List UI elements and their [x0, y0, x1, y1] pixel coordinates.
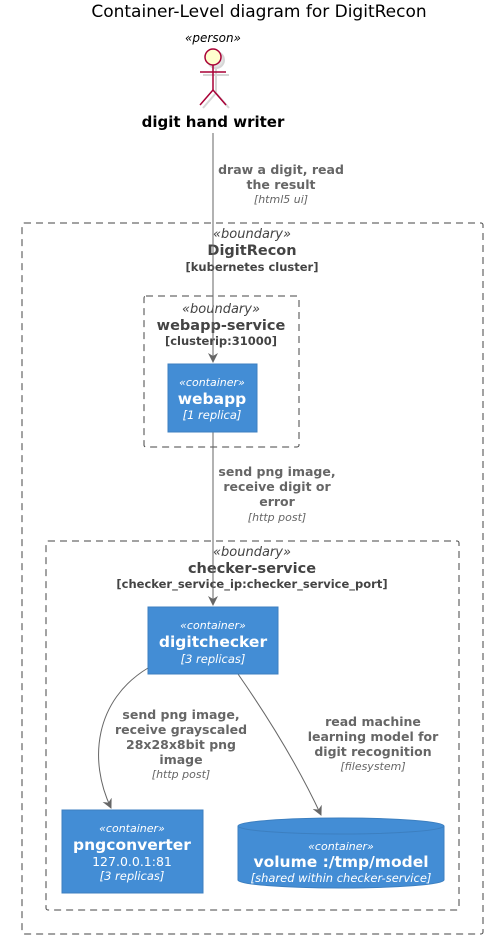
boundary-digitrecon [21, 222, 484, 935]
diagram-title: Container-Level diagram for DigitRecon [91, 2, 426, 22]
boundary-checker-service-name: checker-service [188, 561, 316, 577]
container-digitchecker-name: digitchecker [159, 633, 268, 651]
svg-text:28x28x8bit png: 28x28x8bit png [126, 737, 236, 752]
boundary-webapp-service-name: webapp-service [157, 318, 286, 334]
svg-text:digit recognition: digit recognition [314, 744, 431, 759]
relation-label-checker-to-volume: read machine learning model for digit re… [308, 714, 439, 773]
relation-label-checker-to-converter: send png image, receive grayscaled 28x28… [115, 707, 247, 781]
person-stick-figure-icon [199, 48, 230, 109]
svg-text:[http post]: [http post] [152, 768, 210, 781]
boundary-checker-service-sub: [checker_service_ip:checker_service_port… [116, 577, 387, 592]
container-webapp[interactable]: «container» webapp [1 replica] [167, 363, 258, 433]
container-pngconverter-desc: 127.0.0.1:81 [92, 854, 172, 869]
svg-text:receive grayscaled: receive grayscaled [115, 722, 247, 737]
svg-text:draw a digit, read: draw a digit, read [218, 162, 344, 177]
container-pngconverter-stereotype: «container» [99, 822, 165, 835]
svg-text:learning model for: learning model for [308, 729, 439, 744]
svg-text:[html5 ui]: [html5 ui] [254, 193, 308, 206]
container-digitchecker-stereotype: «container» [180, 619, 246, 632]
container-volume-name: volume :/tmp/model [253, 853, 428, 871]
person-stereotype: «person» [185, 31, 241, 45]
boundary-digitrecon-stereotype: «boundary» [213, 227, 291, 242]
boundary-digitrecon-name: DigitRecon [207, 243, 296, 259]
arrow-digitchecker-to-volume [237, 673, 322, 816]
container-volume-tech: [shared within checker-service] [251, 871, 432, 885]
boundary-checker-service [45, 540, 460, 911]
volume-cylinder-icon [237, 817, 445, 889]
relation-label-user-to-webapp: draw a digit, read the result [html5 ui] [218, 162, 344, 206]
container-pngconverter-tech: [3 replicas] [100, 869, 165, 883]
container-pngconverter-name: pngconverter [73, 836, 191, 854]
svg-text:the result: the result [247, 177, 316, 192]
svg-text:send png image,: send png image, [122, 707, 239, 722]
container-volume[interactable]: «container» volume :/tmp/model [shared w… [237, 817, 445, 889]
svg-text:send png image,: send png image, [218, 464, 335, 479]
arrow-digitchecker-to-pngconverter [98, 667, 149, 809]
svg-text:[filesystem]: [filesystem] [340, 760, 405, 773]
person-name: digit hand writer [142, 113, 285, 131]
container-volume-stereotype: «container» [308, 840, 374, 853]
container-digitchecker[interactable]: «container» digitchecker [3 replicas] [147, 606, 279, 675]
container-webapp-name: webapp [178, 390, 247, 408]
boundary-digitrecon-sub: [kubernetes cluster] [186, 260, 319, 274]
container-pngconverter[interactable]: «container» pngconverter 127.0.0.1:81 [3… [61, 809, 204, 894]
boundary-webapp-service [143, 295, 300, 448]
container-digitchecker-tech: [3 replicas] [181, 652, 246, 666]
container-webapp-tech: [1 replica] [183, 408, 242, 422]
container-webapp-stereotype: «container» [179, 376, 245, 389]
svg-text:image: image [159, 752, 202, 767]
svg-text:receive digit or: receive digit or [223, 479, 331, 494]
svg-text:[http post]: [http post] [248, 511, 306, 524]
svg-text:read machine: read machine [325, 714, 421, 729]
svg-text:error: error [259, 494, 295, 509]
boundary-webapp-service-sub: [clusterip:31000] [165, 334, 277, 348]
relation-label-webapp-to-checker: send png image, receive digit or error [… [218, 464, 335, 524]
boundary-checker-service-stereotype: «boundary» [213, 545, 291, 560]
boundary-webapp-service-stereotype: «boundary» [182, 302, 260, 317]
